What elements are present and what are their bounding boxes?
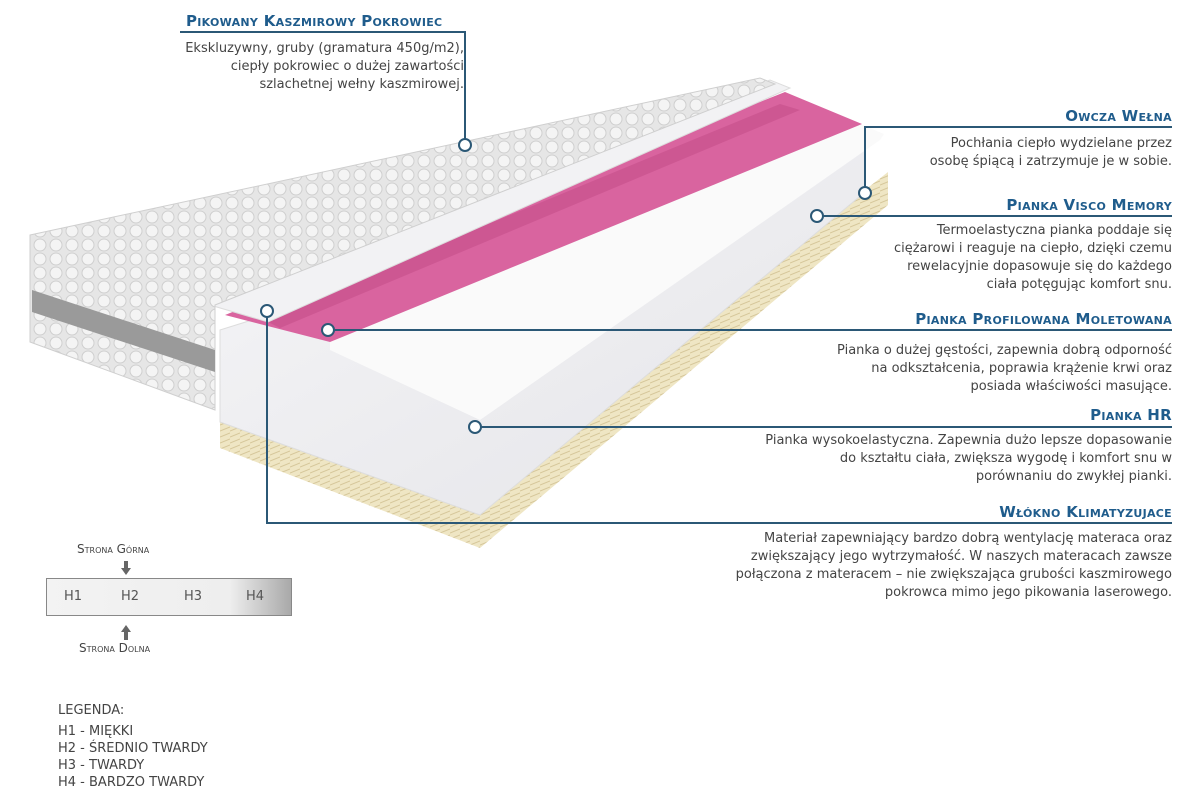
legend-item: H3 - TWARDY: [58, 758, 145, 773]
desc-line: połączona z materacem – nie zwiększająca…: [735, 567, 1172, 582]
desc-line: pokrowca mimo jego pikowania laserowego.: [884, 585, 1172, 600]
callout-dot-fiber: [260, 304, 274, 318]
desc-line: do kształtu ciała, zwiększa wygodę i kom…: [839, 451, 1172, 466]
callout-title-hr: Pianka HR: [1090, 406, 1172, 424]
desc-line: Pochłania ciepło wydzielane przez: [950, 136, 1172, 151]
hardness-h2: H2: [121, 589, 140, 604]
desc-line: ciała potęgując komfort snu.: [986, 277, 1172, 292]
legend-item: H4 - BARDZO TWARDY: [58, 775, 205, 790]
hardness-h1: H1: [64, 589, 83, 604]
desc-line: rewelacyjnie dopasowuje się do każdego: [907, 259, 1172, 274]
desc-line: Pianka o dużej gęstości, zapewnia dobrą …: [837, 343, 1172, 358]
legend-title: LEGENDA:: [58, 703, 125, 718]
desc-line: osobę śpiącą i zatrzymuje je w sobie.: [929, 154, 1172, 169]
desc-line: na odkształcenia, poprawia krążenie krwi…: [871, 361, 1172, 376]
callout-title-wool: Owcza Wełna: [1065, 107, 1172, 125]
quilted-cover: [29, 77, 777, 411]
hardness-h3: H3: [184, 589, 203, 604]
callout-desc-profiled: Pianka o dużej gęstości, zapewnia dobrą …: [837, 342, 1172, 396]
desc-line: szlachetnej wełny kaszmirowej.: [259, 77, 464, 92]
desc-line: Termoelastyczna pianka poddaje się: [936, 223, 1172, 238]
desc-line: Pianka wysokoelastyczna. Zapewnia dużo l…: [765, 433, 1172, 448]
bottom-side-label: Strona Dolna: [79, 641, 151, 655]
hardness-scale: H1 H2 H3 H4: [46, 578, 292, 616]
callout-dot-cover: [458, 138, 472, 152]
legend-item: H1 - MIĘKKI: [58, 724, 134, 739]
fiber-layer: [220, 172, 888, 548]
cover-side-band: [32, 290, 215, 372]
callout-dot-hr: [468, 420, 482, 434]
callout-title-profiled: Pianka Profilowana Moletowana: [915, 310, 1172, 328]
callout-dot-profiled: [321, 323, 335, 337]
callout-dot-visco: [810, 209, 824, 223]
hardness-h4: H4: [246, 589, 265, 604]
desc-line: porównaniu do zwykłej pianki.: [975, 469, 1172, 484]
callout-desc-cover: Ekskluzywny, gruby (gramatura 450g/m2), …: [185, 40, 464, 94]
callout-title-cover: Pikowany Kaszmirowy Pokrowiec: [186, 12, 443, 30]
desc-line: ciężarowi i reaguje na ciepło, dzięki cz…: [893, 241, 1172, 256]
callout-dot-wool: [858, 186, 872, 200]
callout-desc-fiber: Materiał zapewniający bardzo dobrą wenty…: [736, 530, 1172, 602]
callout-desc-visco: Termoelastyczna pianka poddaje się cięża…: [894, 222, 1172, 294]
desc-line: Ekskluzywny, gruby (gramatura 450g/m2),: [185, 41, 464, 56]
arrow-up-icon: [121, 625, 131, 640]
desc-line: zwiększający jego wytrzymałość. W naszyc…: [750, 549, 1172, 564]
arrow-down-icon: [121, 561, 131, 575]
callout-desc-wool: Pochłania ciepło wydzielane przez osobę …: [930, 135, 1172, 171]
callout-desc-hr: Pianka wysokoelastyczna. Zapewnia dużo l…: [765, 432, 1172, 486]
desc-line: posiada właściwości masujące.: [970, 379, 1172, 394]
callout-title-fiber: Włókno Klimatyzujace: [999, 503, 1172, 521]
desc-line: Materiał zapewniający bardzo dobrą wenty…: [764, 531, 1172, 546]
profiled-foam-ridges: [260, 104, 800, 328]
desc-line: ciepły pokrowiec o dużej zawartości: [230, 59, 464, 74]
hr-foam-top: [330, 124, 884, 420]
callout-title-visco: Pianka Visco Memory: [1006, 196, 1172, 214]
callout-lines: [180, 31, 1172, 524]
legend-item: H2 - ŚREDNIO TWARDY: [58, 741, 208, 756]
top-side-label: Strona Górna: [77, 542, 150, 556]
